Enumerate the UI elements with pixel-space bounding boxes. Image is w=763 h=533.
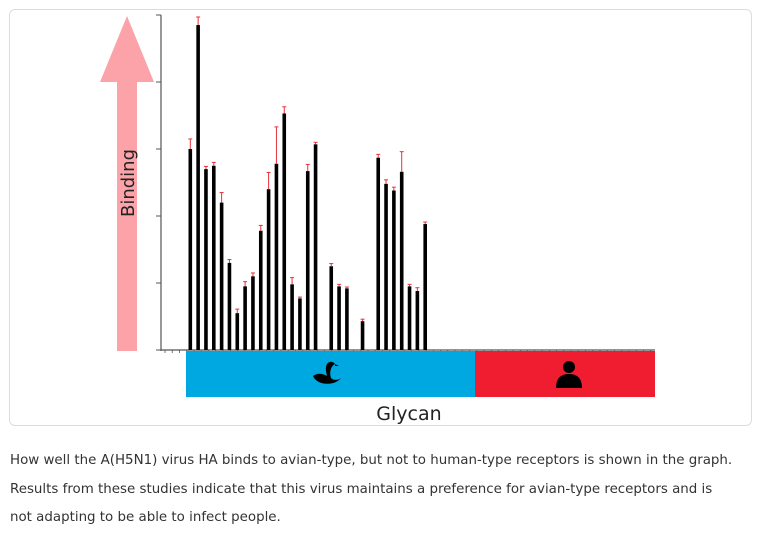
bar (251, 276, 255, 350)
bar (415, 291, 420, 350)
person-icon (556, 361, 582, 388)
swan-icon (313, 361, 341, 384)
bar (376, 157, 381, 350)
bar (290, 284, 294, 350)
bar (345, 288, 349, 350)
bar (188, 149, 193, 350)
bar (407, 286, 412, 350)
binding-arrow (100, 16, 154, 351)
bar (329, 266, 334, 350)
bar (219, 202, 224, 350)
bar (282, 113, 287, 351)
bar (392, 190, 396, 350)
bar (274, 163, 279, 350)
binding-chart: Binding Glycan (100, 14, 655, 425)
bars (188, 16, 428, 351)
bar (204, 169, 208, 350)
bar (196, 25, 200, 351)
caption-line-2: Results from these studies indicate that… (10, 481, 713, 497)
bar (423, 224, 427, 350)
caption-line-1: How well the A(H5N1) virus HA binds to a… (10, 453, 733, 468)
y-axis-label: Binding (118, 149, 139, 217)
bar (227, 262, 232, 350)
y-axis-ticks (156, 14, 161, 351)
bar (313, 144, 318, 350)
bar (305, 171, 310, 350)
bar (235, 313, 240, 350)
bar (399, 171, 404, 350)
bar (266, 189, 271, 350)
human-receptor-band (475, 351, 655, 397)
bar (337, 286, 341, 350)
bar (360, 321, 365, 350)
caption-line-3: not adapting to be able to infect people… (10, 510, 281, 525)
bar (258, 230, 263, 350)
bar (243, 286, 247, 350)
x-axis-label: Glycan (376, 403, 441, 425)
avian-receptor-band (186, 351, 475, 397)
figure-caption: How well the A(H5N1) virus HA binds to a… (10, 447, 750, 533)
bar (298, 298, 302, 350)
bar (384, 183, 388, 350)
bar (211, 165, 216, 350)
